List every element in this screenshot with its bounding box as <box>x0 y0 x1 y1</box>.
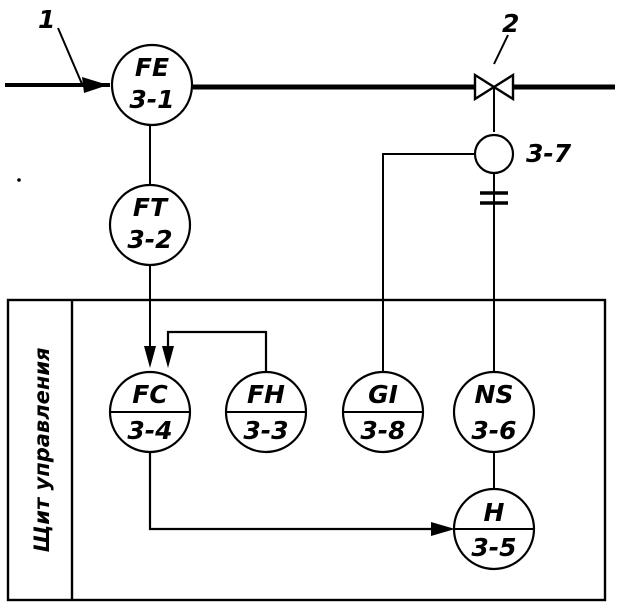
instrument-ft-code: FT <box>133 193 169 222</box>
instrument-h-code: H <box>484 498 505 527</box>
callout-1: 1 <box>38 5 83 85</box>
instrument-fe-number: 3-1 <box>129 85 174 114</box>
instrument-gi: GI 3-8 <box>341 370 425 454</box>
control-panel-title: Щит управления <box>30 347 54 552</box>
control-valve: 2 <box>473 9 519 132</box>
instrument-fe-code: FE <box>135 53 169 82</box>
instrument-fc: FC 3-4 <box>108 370 192 454</box>
instrument-h-number: 3-5 <box>471 533 516 562</box>
instrument-ns-number: 3-6 <box>471 416 516 445</box>
valve-actuator: 3-7 <box>473 133 572 175</box>
instrument-fc-code: FC <box>132 380 168 409</box>
instrument-h: H 3-5 <box>452 487 536 571</box>
instrument-ft: FT 3-2 <box>108 183 192 267</box>
instrument-ft-number: 3-2 <box>127 225 172 254</box>
instrument-fe: FE 3-1 <box>110 43 194 127</box>
signal-lines <box>144 124 508 536</box>
callout-3-7-label: 3-7 <box>526 139 572 168</box>
control-panel: Щит управления <box>6 298 607 602</box>
instrument-ns-code: NS <box>475 380 514 409</box>
instrument-ns: NS 3-6 <box>452 370 536 454</box>
stray-dot <box>17 178 21 182</box>
instrument-fh: FH 3-3 <box>224 370 308 454</box>
instrument-fc-number: 3-4 <box>127 416 172 445</box>
callout-2-label: 2 <box>502 9 519 38</box>
instrument-fh-code: FH <box>247 380 285 409</box>
instrument-gi-number: 3-8 <box>360 416 405 445</box>
instrument-fh-number: 3-3 <box>243 416 288 445</box>
callout-1-label: 1 <box>38 5 55 34</box>
process-pipeline <box>5 77 615 93</box>
instrument-gi-code: GI <box>368 380 398 409</box>
